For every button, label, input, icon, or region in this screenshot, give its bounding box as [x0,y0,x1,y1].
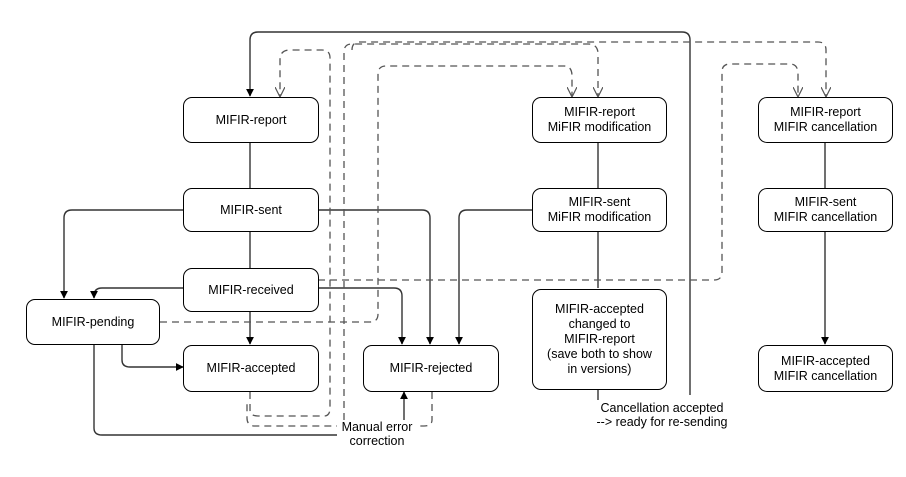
label-cancellation-accepted: Cancellation accepted --> ready for re-s… [588,401,736,429]
node-mifir-pending: MIFIR-pending [26,299,160,345]
dashed-accepted-to-report [249,49,331,417]
edge-received-to-pending [90,287,183,299]
node-label: MIFIR-sent [220,202,282,217]
node-label: MIFIR-accepted MIFIR cancellation [773,353,878,383]
dashed-pending-to-modification [160,65,572,323]
dashed-to-cancellation [351,41,826,96]
edge-sentmod-to-rejected [455,209,532,345]
node-label: MIFIR-report MiFIR modification [547,105,652,134]
node-sent-cancellation: MIFIR-sent MIFIR cancellation [758,188,893,232]
edge-pending-to-accepted [121,345,184,371]
node-label: MIFIR-pending [51,314,135,329]
node-sent-modification: MIFIR-sent MiFIR modification [532,188,667,232]
edge-sent-to-rejected [318,209,434,345]
node-accepted-cancellation: MIFIR-accepted MIFIR cancellation [758,345,893,392]
node-label: MIFIR-received [208,282,294,297]
node-label: MIFIR-report MIFIR cancellation [773,105,878,134]
node-label: MIFIR-sent MIFIR cancellation [773,195,878,224]
node-accepted-changed: MIFIR-accepted changed to MIFIR-report (… [532,289,667,390]
node-label: MIFIR-accepted changed to MIFIR-report (… [547,302,652,376]
node-report-cancellation: MIFIR-report MIFIR cancellation [758,97,893,143]
node-label: MIFIR-rejected [389,361,473,375]
node-report-modification: MIFIR-report MiFIR modification [532,97,667,143]
node-label: MIFIR-report [215,112,287,127]
node-mifir-report: MIFIR-report [183,97,319,143]
dashed-received-to-cancellation [318,63,798,281]
label-manual-error-correction: Manual error correction [337,420,417,448]
edge-sent-to-pending [60,209,183,299]
node-label: MIFIR-sent MiFIR modification [547,195,652,224]
edge-received-to-rejected [318,287,406,345]
node-label: MIFIR-accepted [206,361,296,375]
node-mifir-received: MIFIR-received [183,268,319,312]
node-mifir-rejected: MIFIR-rejected [363,345,499,392]
edge-cancellation-accepted-to-report [246,31,691,395]
node-mifir-accepted: MIFIR-accepted [183,345,319,392]
node-mifir-sent: MIFIR-sent [183,188,319,232]
dashed-correction-to-modification [343,43,598,420]
